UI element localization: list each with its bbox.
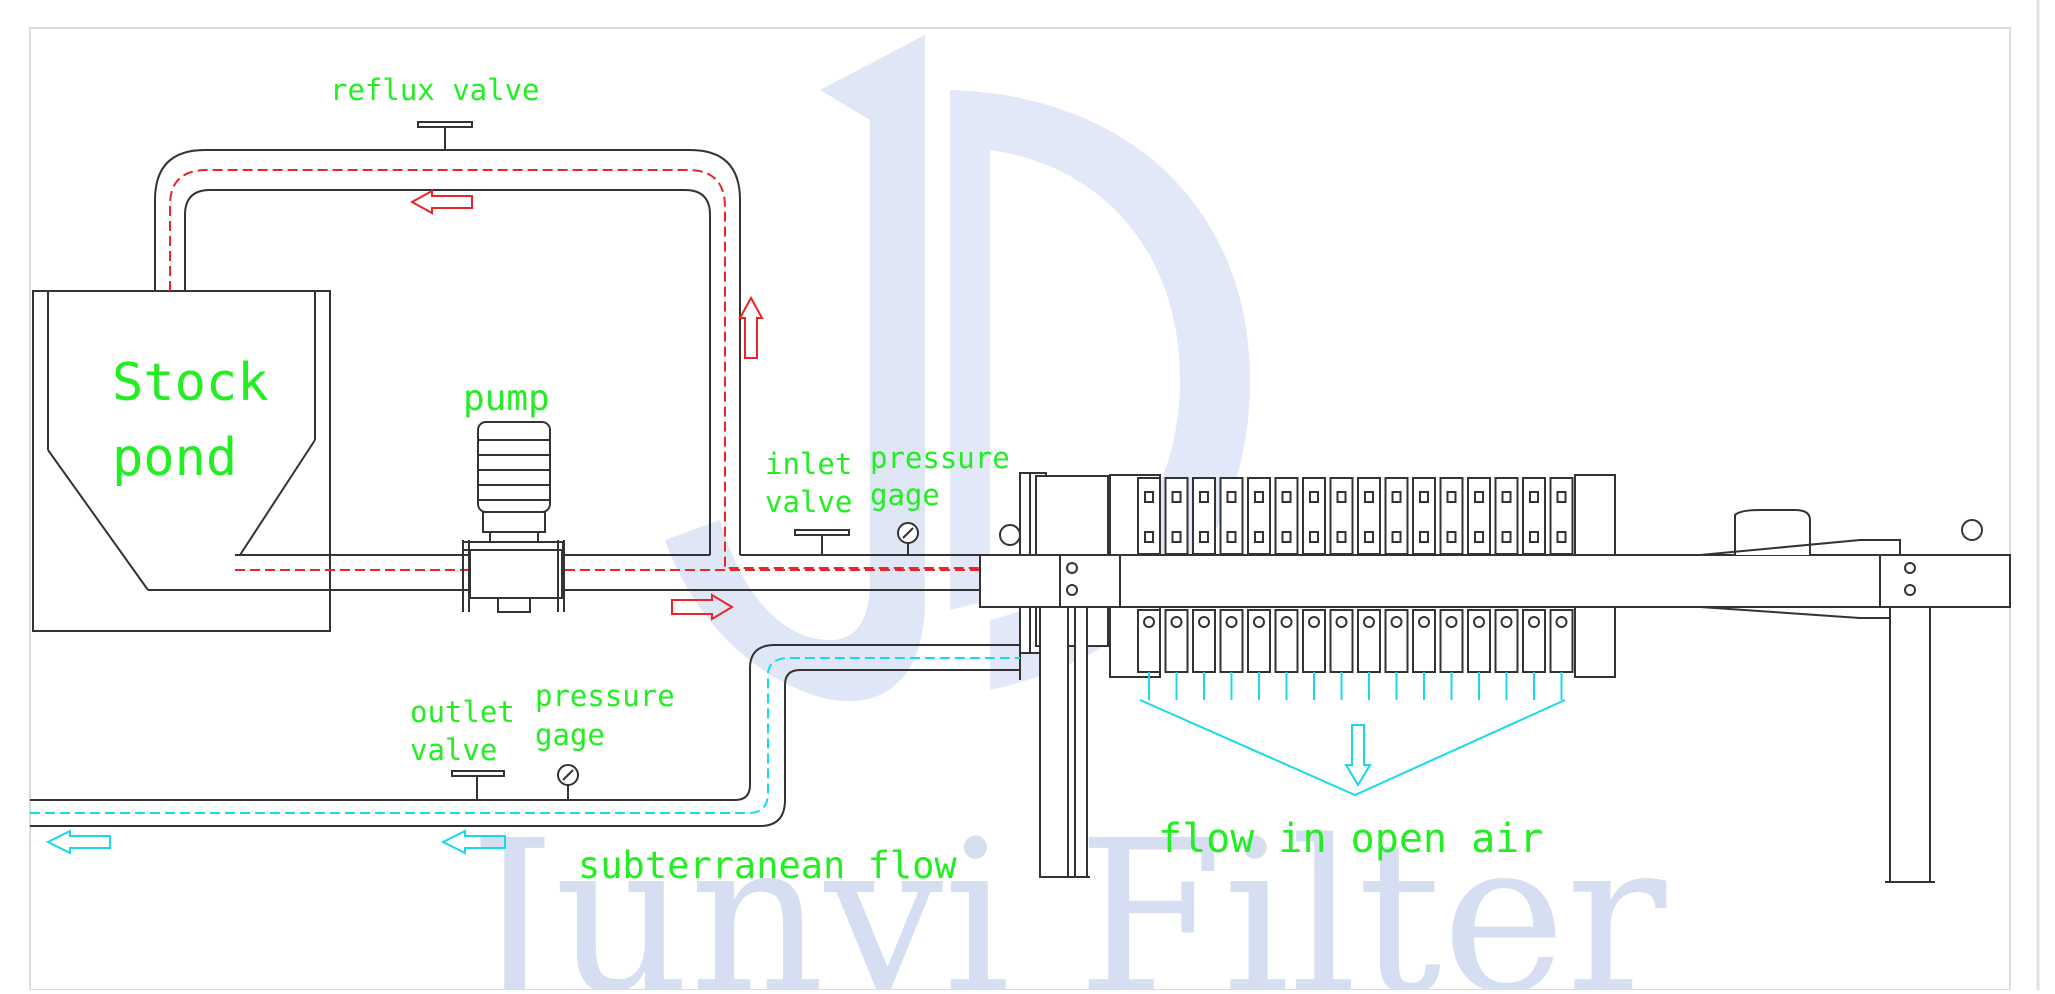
plate-port [1419, 531, 1429, 543]
open-air-flow-arrow-down [1344, 724, 1372, 787]
filter-plate-top [1467, 477, 1491, 555]
filter-plate-top [1549, 477, 1574, 555]
stock-pond-label-line1: Stock [112, 353, 269, 413]
reflux-valve-icon [417, 121, 473, 150]
filter-plate-top [1274, 477, 1299, 555]
inlet-pressure-gauge-label-line2: gage [870, 478, 940, 512]
filter-plate-top [1494, 477, 1519, 555]
plate-port [1364, 491, 1374, 503]
drain-nozzle [1555, 616, 1568, 628]
outlet-valve-icon [451, 770, 505, 800]
reflux-valve-label: reflux valve [330, 73, 540, 107]
drain-nozzle [1500, 616, 1513, 628]
stock-pond [32, 290, 331, 632]
subterranean-flow-arrow-left-1 [45, 829, 111, 855]
drain-nozzle [1280, 616, 1293, 628]
plate-port [1446, 531, 1457, 543]
outlet-pressure-gauge-icon [557, 764, 579, 800]
plate-port [1336, 491, 1347, 503]
inlet-pressure-gauge-icon [897, 522, 919, 555]
subterranean-flow-label: subterranean flow [578, 844, 957, 887]
filter-plate-top [1219, 477, 1244, 555]
filter-plate-top [1164, 477, 1189, 555]
filter-plate-top [1329, 477, 1354, 555]
drain-nozzle [1308, 616, 1320, 628]
plate-port [1364, 531, 1374, 543]
inlet-valve-label-line1: inlet [765, 447, 852, 481]
stock-pond-label-line2: pond [112, 428, 237, 488]
outlet-valve-label-line2: valve [410, 733, 497, 767]
drain-nozzle [1198, 616, 1210, 628]
filter-plate-top [1384, 477, 1409, 555]
pump-label: pump [463, 378, 550, 419]
plate-port [1446, 491, 1457, 503]
open-air-flow-label: flow in open air [1158, 816, 1543, 862]
plate-port [1529, 531, 1539, 543]
filter-plate-top [1302, 477, 1326, 555]
outlet-valve-label-line1: outlet [410, 695, 515, 729]
plate-port [1144, 531, 1154, 543]
plate-port [1281, 491, 1292, 503]
filter-plate-top [1439, 477, 1464, 555]
drain-nozzle [1473, 616, 1485, 628]
pump-icon [462, 421, 565, 613]
drain-nozzle [1170, 616, 1183, 628]
reflux-pipe [154, 149, 1000, 569]
plate-port [1391, 491, 1402, 503]
plate-port [1391, 531, 1402, 543]
plate-port [1336, 531, 1347, 543]
reflux-flow-arrow-up [738, 295, 764, 359]
inlet-pressure-gauge-label-line1: pressure [870, 441, 1010, 475]
plate-port [1226, 491, 1237, 503]
drain-nozzle [1253, 616, 1265, 628]
drain-nozzle [1143, 616, 1155, 628]
feed-pipe [235, 554, 985, 591]
plate-port [1556, 491, 1567, 503]
inlet-valve-icon [794, 529, 850, 555]
plate-port [1254, 491, 1264, 503]
feed-flow-arrow-right [671, 593, 734, 621]
plate-port [1144, 491, 1154, 503]
plate-port [1474, 491, 1484, 503]
plate-port [1171, 491, 1182, 503]
drain-nozzle [1445, 616, 1458, 628]
plate-port [1281, 531, 1292, 543]
outlet-pipe [30, 644, 1020, 827]
drain-nozzle [1363, 616, 1375, 628]
plate-port [1529, 491, 1539, 503]
open-air-filtrate-lines [1139, 672, 1566, 797]
plate-port [1199, 491, 1209, 503]
filter-plate-top [1357, 477, 1381, 555]
filter-plate-top [1247, 477, 1271, 555]
drain-nozzle [1390, 616, 1403, 628]
plate-port [1309, 531, 1319, 543]
outlet-pressure-gauge-label-line1: pressure [535, 679, 675, 713]
plate-port [1254, 531, 1264, 543]
plate-port [1171, 531, 1182, 543]
filter-plates [1137, 477, 1574, 673]
plate-port [1501, 491, 1512, 503]
subterranean-flow-arrow-left-2 [440, 829, 506, 855]
plate-port [1226, 531, 1237, 543]
filter-plate-top [1412, 477, 1436, 555]
drain-nozzle [1418, 616, 1430, 628]
plate-port [1556, 531, 1567, 543]
outlet-pressure-gauge-label-line2: gage [535, 718, 605, 752]
drain-nozzle [1528, 616, 1540, 628]
drain-nozzle [1225, 616, 1238, 628]
plate-port [1199, 531, 1209, 543]
filter-press [979, 472, 2011, 883]
drain-nozzle [1335, 616, 1348, 628]
inlet-valve-label-line2: valve [765, 485, 852, 519]
filter-plate-top [1192, 477, 1216, 555]
filter-plate-top [1522, 477, 1546, 555]
plate-port [1309, 491, 1319, 503]
plate-port [1419, 491, 1429, 503]
plate-port [1501, 531, 1512, 543]
filter-plate-top [1137, 477, 1161, 555]
plate-port [1474, 531, 1484, 543]
reflux-flow-arrow-left [409, 189, 473, 215]
